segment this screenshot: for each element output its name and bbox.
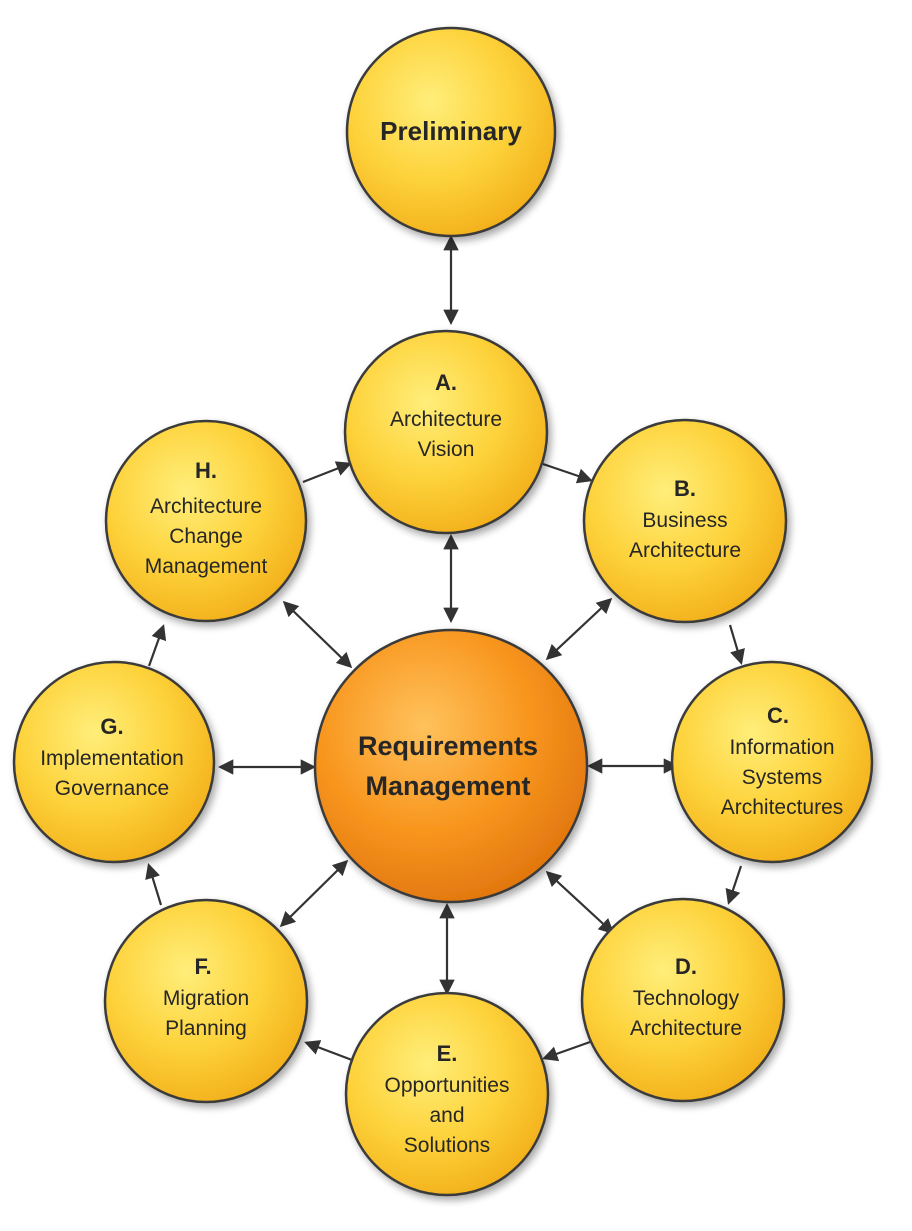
phase-circle — [343, 329, 549, 535]
phase-line: Solutions — [404, 1134, 490, 1157]
phase-d[interactable]: D. Technology Architecture — [580, 897, 786, 1103]
phase-line: Implementation — [40, 747, 184, 770]
phase-line: and — [429, 1104, 464, 1127]
phase-letter: C. — [767, 703, 789, 728]
arrow-d-e — [542, 1040, 591, 1062]
phase-circle — [582, 418, 788, 624]
connectors — [145, 234, 745, 1062]
phase-letter: H. — [195, 458, 217, 483]
arrow-f-g — [145, 863, 163, 906]
phase-line: Opportunities — [385, 1074, 510, 1097]
phase-line: Management — [145, 555, 268, 578]
phase-letter: G. — [100, 714, 123, 739]
phase-letter: F. — [194, 954, 211, 979]
phase-letter: E. — [437, 1041, 458, 1066]
phase-c[interactable]: C. Information Systems Architectures — [670, 660, 874, 864]
arrow-b-c — [728, 624, 745, 665]
phase-b[interactable]: B. Business Architecture — [582, 418, 788, 624]
phase-line: Architectures — [721, 796, 844, 819]
phase-letter: D. — [675, 954, 697, 979]
phase-title: Preliminary — [380, 116, 522, 146]
arrow-b-center — [545, 597, 613, 661]
phase-g[interactable]: G. Implementation Governance — [12, 660, 216, 864]
phase-letter: A. — [435, 370, 457, 395]
center-line: Requirements — [358, 731, 538, 761]
arrow-g-h — [147, 624, 167, 667]
phase-letter: B. — [674, 476, 696, 501]
arrow-h-a — [302, 461, 352, 484]
phase-preliminary[interactable]: Preliminary — [345, 26, 557, 238]
phase-line: Vision — [418, 438, 475, 461]
phase-circle — [104, 419, 308, 623]
phase-line: Migration — [163, 987, 249, 1010]
phase-circle — [103, 898, 309, 1104]
phase-line: Architecture — [630, 1017, 742, 1040]
phase-line: Architecture — [629, 539, 741, 562]
phase-circle — [345, 26, 557, 238]
phase-e[interactable]: E. Opportunities and Solutions — [344, 991, 550, 1197]
phase-circle — [580, 897, 786, 1103]
center-line: Management — [365, 771, 530, 801]
phase-circle — [12, 660, 216, 864]
arrow-f-center — [279, 859, 349, 928]
phase-line: Business — [642, 509, 727, 532]
phase-line: Technology — [633, 987, 740, 1010]
phase-line: Change — [169, 525, 243, 548]
phase-line: Architecture — [390, 408, 502, 431]
phase-line: Systems — [742, 766, 823, 789]
center-circle — [313, 628, 589, 904]
phase-f[interactable]: F. Migration Planning — [103, 898, 309, 1104]
arrow-e-f — [304, 1040, 353, 1062]
requirements-management-hub[interactable]: Requirements Management — [313, 628, 589, 904]
arrow-h-center — [282, 600, 353, 669]
phase-circle — [670, 660, 874, 864]
arrow-d-center — [545, 870, 615, 935]
phase-line: Information — [729, 736, 834, 759]
phase-line: Architecture — [150, 495, 262, 518]
arrow-a-b — [542, 462, 593, 484]
phase-line: Governance — [55, 777, 169, 800]
phase-circle — [344, 991, 550, 1197]
phase-a[interactable]: A. Architecture Vision — [343, 329, 549, 535]
phase-h[interactable]: H. Architecture Change Management — [104, 419, 308, 623]
arrow-c-d — [725, 865, 743, 905]
phase-line: Planning — [165, 1017, 247, 1040]
